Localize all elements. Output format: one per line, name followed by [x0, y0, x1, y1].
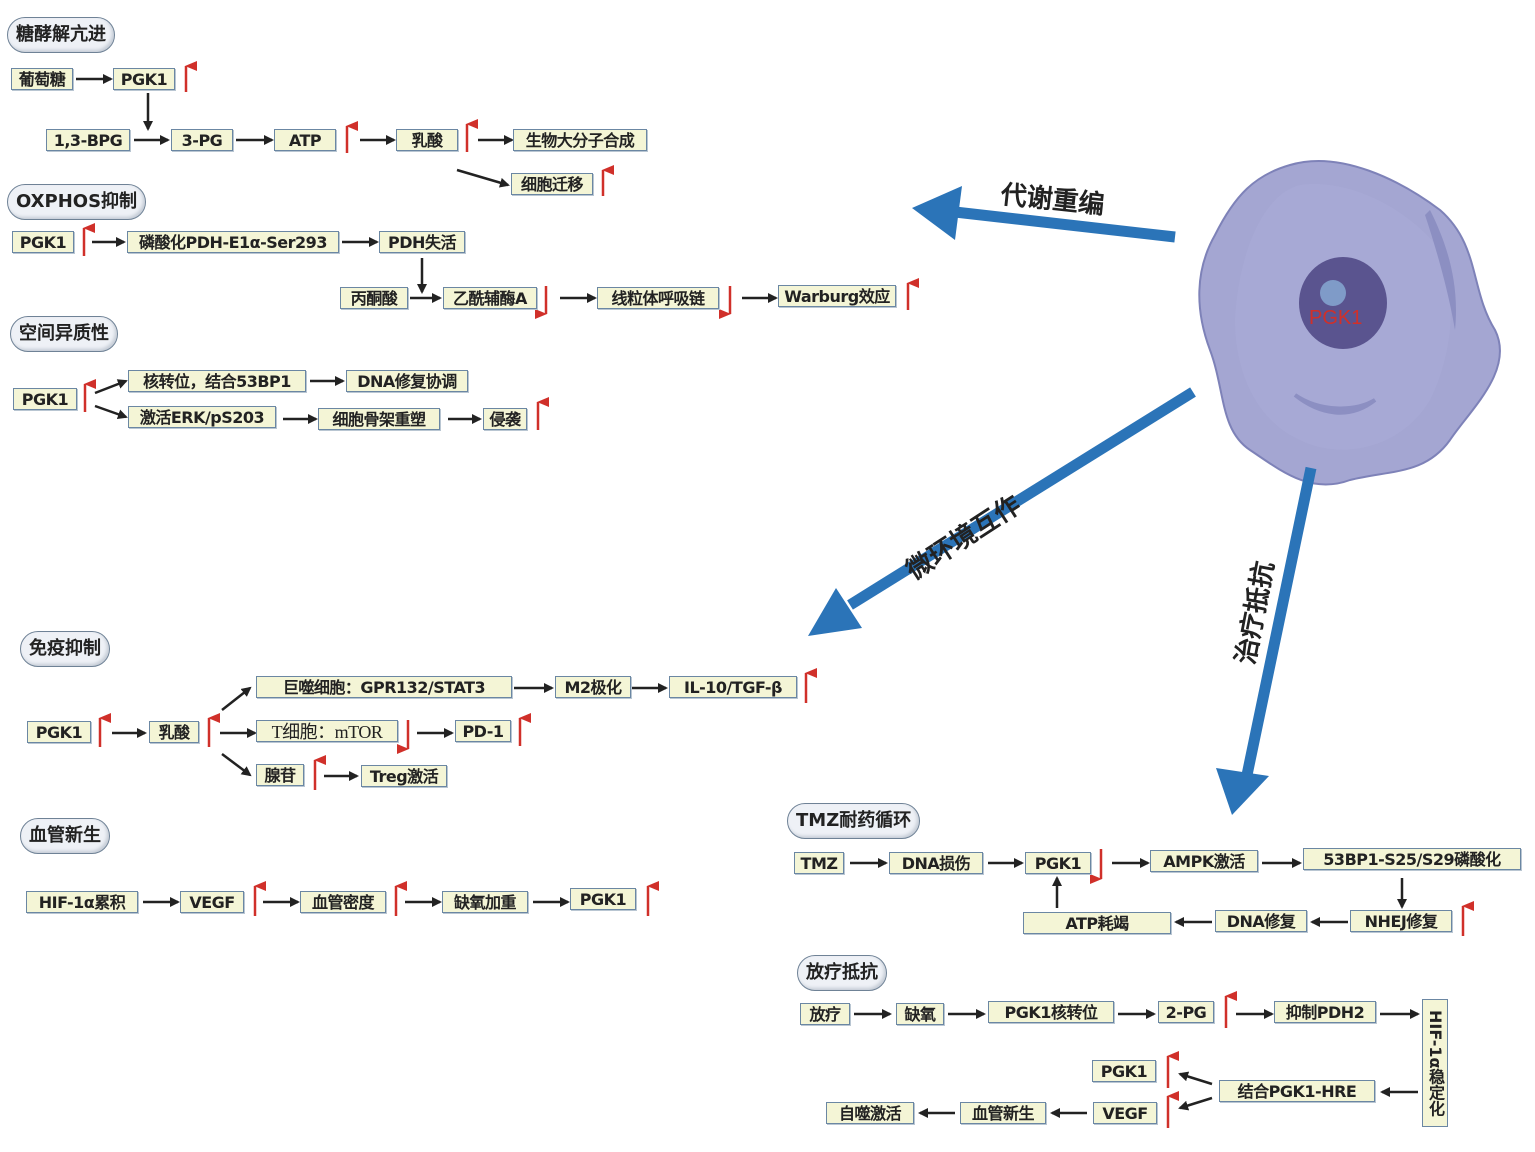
flow-arrow	[221, 753, 252, 777]
flow-arrow	[1178, 1096, 1213, 1111]
node-il10-tgfb: IL-10/TGF-β	[669, 676, 797, 698]
cell-fold-right	[1425, 210, 1456, 330]
therapy-arrow-head	[1216, 768, 1269, 815]
node-pgk1: PGK1	[1025, 852, 1091, 874]
node-atp: ATP	[274, 129, 336, 151]
node-pd1: PD-1	[455, 720, 511, 742]
node-autophagy-activation: 自噬激活	[826, 1102, 914, 1124]
nucleolus	[1320, 280, 1346, 306]
node-vegf: VEGF	[180, 891, 244, 913]
section-tag-oxphos: OXPHOS抑制	[7, 184, 147, 220]
flow-arrow	[1178, 1071, 1213, 1086]
node-nuclear-translocation: 核转位，结合53BP1	[128, 370, 306, 392]
node-tmz: TMZ	[794, 852, 844, 874]
node-glucose: 葡萄糖	[11, 68, 73, 90]
node-pgk1: PGK1	[27, 721, 91, 743]
node-atp-depletion: ATP耗竭	[1023, 912, 1171, 934]
node-dna-damage: DNA损伤	[889, 852, 983, 874]
node-adenosine: 腺苷	[256, 764, 304, 786]
flow-arrow	[221, 686, 252, 711]
node-lactate: 乳酸	[149, 721, 199, 743]
node-warburg-effect: Warburg效应	[778, 285, 896, 307]
node-cell-migration: 细胞迁移	[511, 173, 593, 195]
node-2pg: 2-PG	[1158, 1001, 1214, 1023]
node-pgk1: PGK1	[1092, 1060, 1156, 1082]
node-pgk1: PGK1	[570, 888, 636, 910]
cell-illustration	[1198, 160, 1501, 486]
node-pgk1-nuclear-translocation: PGK1核转位	[988, 1001, 1114, 1023]
node-inhibit-pdh2: 抑制PDH2	[1274, 1001, 1376, 1023]
metabolic-arrow-shaft	[954, 206, 1176, 243]
node-hypoxia: 缺氧	[896, 1003, 944, 1025]
node-bind-pgk1-hre: 结合PGK1-HRE	[1219, 1080, 1375, 1102]
node-ampk-activation: AMPK激活	[1150, 850, 1258, 872]
cell-fold-bottom	[1293, 393, 1377, 415]
nucleus	[1299, 257, 1387, 349]
node-angiogenesis: 血管新生	[960, 1102, 1046, 1124]
therapy-arrow-shaft	[1241, 466, 1317, 777]
node-macrophage: 巨噬细胞：GPR132/STAT3	[256, 676, 512, 698]
node-vessel-density: 血管密度	[300, 891, 386, 913]
flow-arrow	[94, 404, 128, 420]
node-53bp1-phosphorylation: 53BP1-S25/S29磷酸化	[1303, 848, 1521, 870]
node-vegf: VEGF	[1093, 1102, 1157, 1124]
section-tag-immune-suppression: 免疫抑制	[20, 631, 110, 667]
node-cytoskeleton-remodeling: 细胞骨架重塑	[318, 408, 440, 430]
flow-arrows	[76, 74, 1420, 1118]
node-3pg: 3-PG	[171, 129, 233, 151]
section-tag-angiogenesis: 血管新生	[20, 818, 110, 854]
flow-arrow	[456, 168, 510, 188]
node-phospho-pdh: 磷酸化PDH-E1α-Ser293	[127, 231, 339, 253]
node-lactate: 乳酸	[396, 129, 458, 151]
node-pgk1: PGK1	[13, 388, 77, 410]
node-m2-polarization: M2极化	[555, 676, 631, 698]
node-hif1a-stabilization: HIF-1α稳定化	[1422, 999, 1448, 1127]
node-erk-activation: 激活ERK/pS203	[128, 406, 276, 428]
flow-arrow	[94, 379, 128, 395]
node-worsened-hypoxia: 缺氧加重	[442, 891, 528, 913]
microenv-arrow-head	[808, 588, 862, 636]
microenv-arrow-shaft	[847, 387, 1196, 610]
node-dna-repair: DNA修复	[1215, 910, 1307, 932]
main-arrows	[808, 186, 1317, 815]
node-nhej-repair: NHEJ修复	[1350, 910, 1452, 932]
node-13bpg: 1,3-BPG	[46, 129, 130, 151]
metabolic-arrow-head	[912, 186, 962, 240]
regulation-arrows	[82, 61, 1474, 1128]
cell-label: PGK1	[1309, 307, 1363, 329]
node-pgk1: PGK1	[12, 231, 74, 253]
section-tag-spatial-heterogeneity: 空间异质性	[10, 316, 118, 352]
node-pyruvate: 丙酮酸	[340, 287, 408, 309]
section-tag-tmz-resistance: TMZ耐药循环	[787, 803, 921, 839]
node-radiotherapy: 放疗	[800, 1003, 850, 1025]
node-treg-activation: Treg激活	[361, 765, 447, 787]
section-tag-radiotherapy-resistance: 放疗抵抗	[797, 955, 887, 991]
section-tag-glycolysis: 糖酵解亢进	[7, 17, 115, 53]
node-acetyl-coa: 乙酰辅酶A	[443, 287, 537, 309]
node-macromolecule-synthesis: 生物大分子合成	[513, 129, 647, 151]
node-pgk1: PGK1	[113, 68, 175, 90]
node-respiratory-chain: 线粒体呼吸链	[597, 287, 719, 309]
node-pdh-inactivation: PDH失活	[379, 231, 465, 253]
node-dna-repair-coordination: DNA修复协调	[346, 370, 468, 392]
node-tcell-mtor: T细胞：mTOR	[256, 720, 398, 742]
node-hif1a-accumulation: HIF-1α累积	[26, 891, 138, 913]
node-invasion: 侵袭	[483, 408, 527, 430]
